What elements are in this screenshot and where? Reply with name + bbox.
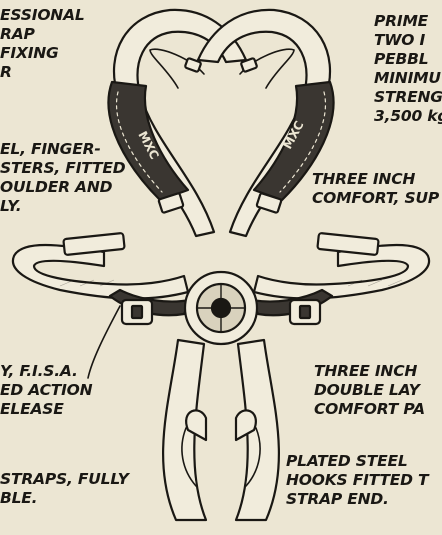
caption-top-left: ESSIONAL RAP FIXING R [0, 6, 85, 82]
caption-line: DOUBLE LAY [314, 381, 425, 400]
caption-top-right: PRIME TWO I PEBBL MINIMU STRENG 3,500 kg [374, 12, 442, 126]
caption-mid-left: EL, FINGER- STERS, FITTED OULDER AND LY. [0, 140, 125, 216]
caption-line: STRENG [374, 88, 442, 107]
caption-line: R [0, 63, 85, 82]
caption-line: STRAPS, FULLY [0, 470, 129, 489]
caption-line: PRIME [374, 12, 442, 31]
caption-lower-left: Y, F.I.S.A. ED ACTION ELEASE [0, 362, 92, 419]
caption-line: BLE. [0, 489, 129, 508]
caption-line: 3,500 kg [374, 107, 442, 126]
strap-end-hooks [186, 410, 256, 440]
quick-release-buckle [185, 272, 257, 344]
caption-line: HOOKS FITTED T [286, 471, 428, 490]
caption-line: ED ACTION [0, 381, 92, 400]
caption-line: STRAP END. [286, 490, 428, 509]
caption-line: EL, FINGER- [0, 140, 125, 159]
caption-line: COMFORT PA [314, 400, 425, 419]
caption-lower-right: THREE INCH DOUBLE LAY COMFORT PA [314, 362, 425, 419]
caption-bottom-right: PLATED STEEL HOOKS FITTED T STRAP END. [286, 452, 428, 509]
caption-line: PLATED STEEL [286, 452, 428, 471]
crotch-straps [163, 340, 279, 520]
caption-line: FIXING [0, 44, 85, 63]
caption-bottom-left: STRAPS, FULLY BLE. [0, 470, 129, 508]
caption-line: THREE INCH [314, 362, 425, 381]
caption-mid-right: THREE INCH COMFORT, SUP [312, 170, 439, 208]
caption-line: COMFORT, SUP [312, 189, 439, 208]
caption-line: OULDER AND [0, 178, 125, 197]
caption-line: Y, F.I.S.A. [0, 362, 92, 381]
right-lap-belt [254, 233, 429, 299]
caption-line: ESSIONAL [0, 6, 85, 25]
caption-line: RAP [0, 25, 85, 44]
caption-line: LY. [0, 197, 125, 216]
caption-line: ELEASE [0, 400, 92, 419]
caption-line: THREE INCH [312, 170, 439, 189]
caption-line: MINIMU [374, 69, 442, 88]
caption-line: PEBBL [374, 50, 442, 69]
caption-line: TWO I [374, 31, 442, 50]
caption-line: STERS, FITTED [0, 159, 125, 178]
